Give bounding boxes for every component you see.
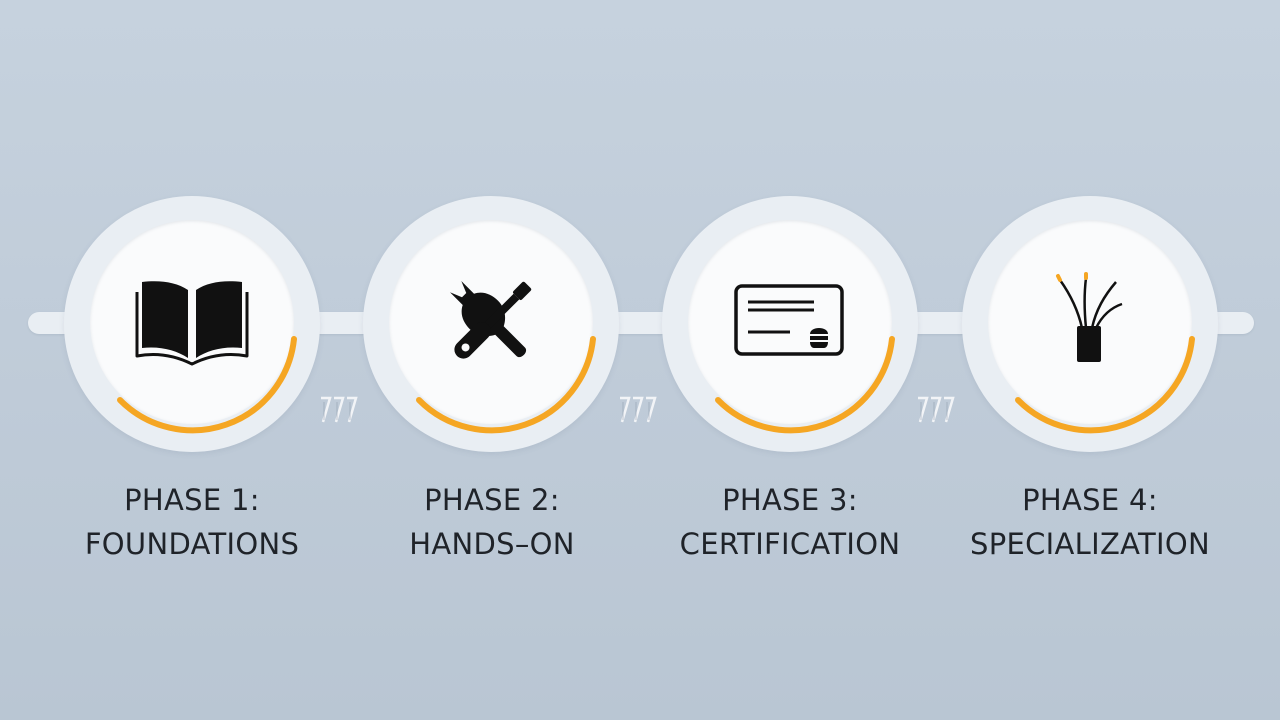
phase-4-disc bbox=[988, 220, 1192, 424]
phase-2-node bbox=[363, 196, 619, 452]
phase-3-name: CERTIFICATION bbox=[679, 527, 901, 561]
phase-1-node bbox=[64, 196, 320, 452]
phase-3-label: PHASE 3: CERTIFICATION bbox=[640, 478, 940, 566]
phase-4-title: PHASE 4: bbox=[1022, 483, 1158, 517]
timeline-track bbox=[28, 312, 1254, 334]
phase-4-name: SPECIALIZATION bbox=[969, 527, 1210, 561]
open-book-icon bbox=[135, 281, 249, 366]
wire-bundle-icon bbox=[1056, 272, 1123, 362]
wrench-screwdriver-icon bbox=[449, 280, 532, 359]
phase-2-title: PHASE 2: bbox=[424, 483, 560, 517]
certificate-card-icon bbox=[734, 284, 844, 356]
phase-3-node bbox=[662, 196, 918, 452]
phase-2-progress-arc bbox=[416, 336, 596, 434]
phase-3-title: PHASE 3: bbox=[722, 483, 858, 517]
phase-3-disc bbox=[688, 220, 892, 424]
phase-3-progress-arc bbox=[715, 336, 895, 434]
phase-1-label: PHASE 1: FOUNDATIONS bbox=[42, 478, 342, 566]
phase-2-label: PHASE 2: HANDS–ON bbox=[342, 478, 642, 566]
phase-1-title: PHASE 1: bbox=[124, 483, 260, 517]
phase-2-name: HANDS–ON bbox=[409, 527, 575, 561]
phase-4-node bbox=[962, 196, 1218, 452]
connector-chevron-icon bbox=[918, 396, 955, 423]
connector-chevron-icon bbox=[321, 396, 358, 423]
phase-1-progress-arc bbox=[117, 336, 297, 434]
phase-4-progress-arc bbox=[1015, 336, 1195, 434]
phase-1-name: FOUNDATIONS bbox=[84, 527, 300, 561]
phase-4-label: PHASE 4: SPECIALIZATION bbox=[940, 478, 1240, 566]
connector-chevron-icon bbox=[620, 396, 657, 423]
